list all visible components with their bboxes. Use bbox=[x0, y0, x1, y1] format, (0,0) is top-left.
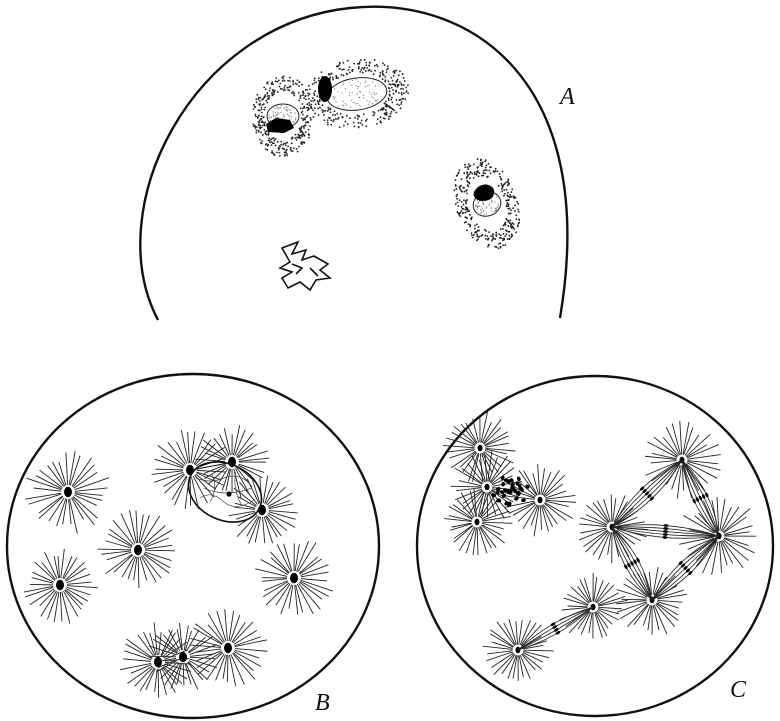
centrosome bbox=[64, 487, 72, 497]
panel-c: C bbox=[417, 376, 773, 716]
spindle bbox=[612, 524, 719, 539]
aster bbox=[97, 510, 174, 588]
centrosome bbox=[224, 643, 232, 653]
aster bbox=[229, 476, 298, 544]
panel-b-label: B bbox=[315, 690, 330, 716]
panel-a-label: A bbox=[558, 84, 575, 110]
centrosome bbox=[134, 545, 142, 555]
centrosome bbox=[290, 573, 298, 583]
aster bbox=[255, 541, 332, 614]
aster bbox=[25, 451, 109, 533]
centrosome bbox=[538, 497, 543, 504]
stippled-cell bbox=[301, 52, 414, 135]
stippled-cells bbox=[252, 52, 531, 259]
spindle bbox=[612, 460, 682, 527]
spindle bbox=[682, 460, 719, 536]
centrosome bbox=[186, 465, 194, 475]
stippled-cell bbox=[252, 76, 314, 157]
aster bbox=[24, 549, 98, 624]
centrosome bbox=[56, 580, 64, 590]
aster bbox=[503, 464, 576, 536]
aster bbox=[560, 573, 628, 639]
stippled-cell bbox=[442, 150, 532, 258]
panel-a-outline bbox=[140, 7, 567, 320]
centrosome bbox=[475, 519, 480, 526]
spindle bbox=[652, 536, 719, 600]
centrosome bbox=[478, 445, 483, 452]
panel-a: A bbox=[140, 7, 575, 320]
crumpled-fragment bbox=[280, 242, 330, 290]
panel-c-label: C bbox=[730, 677, 747, 703]
centrosome bbox=[485, 484, 490, 491]
centrosome bbox=[179, 652, 187, 662]
panel-b: B bbox=[7, 374, 379, 718]
aster-group-c bbox=[443, 411, 756, 681]
cell-nucleus bbox=[318, 76, 332, 102]
aster bbox=[645, 421, 721, 499]
aster-group-b bbox=[24, 425, 333, 697]
